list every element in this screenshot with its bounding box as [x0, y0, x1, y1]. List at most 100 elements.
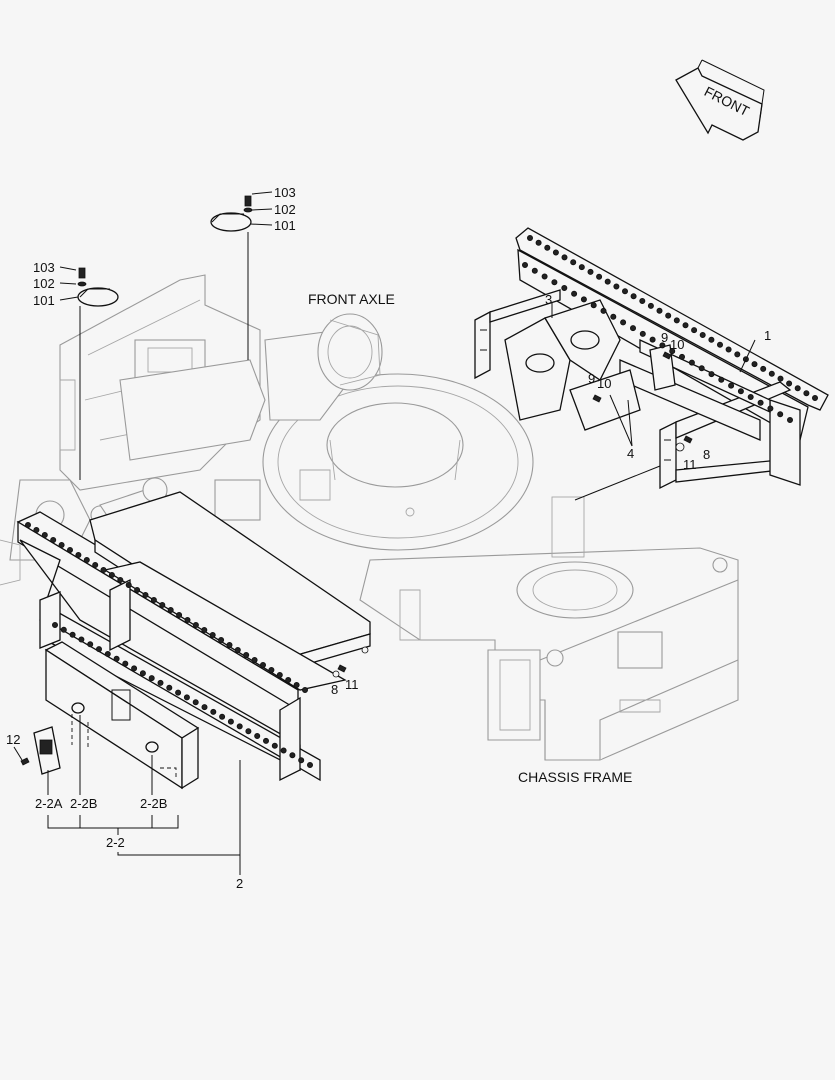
- bolt-hole: [757, 399, 764, 406]
- bolt-hole: [647, 302, 654, 309]
- bolt-hole: [708, 371, 715, 378]
- bolt-hole: [285, 677, 292, 684]
- bolt-hole: [175, 689, 182, 696]
- bolt-hole: [301, 687, 308, 694]
- callout-1: 1: [764, 328, 771, 343]
- bolt-hole: [306, 762, 313, 769]
- cover-plate-lower: 103 102 101: [33, 260, 119, 480]
- bolt-hole: [630, 293, 637, 300]
- callout-2-2b-a: 2-2B: [70, 796, 97, 811]
- bolt-hole: [219, 713, 226, 720]
- chassis-frame: [359, 496, 739, 761]
- callout-2: 2: [236, 876, 243, 891]
- bolt-hole: [760, 365, 767, 372]
- callout-102-upper: 102: [274, 202, 296, 217]
- bolt-hole: [122, 660, 129, 667]
- bolt-hole: [725, 346, 732, 353]
- bolt-hole: [280, 747, 287, 754]
- callout-11-b: 11: [345, 677, 359, 692]
- bolt-hole: [251, 657, 258, 664]
- bolt-hole: [649, 336, 656, 343]
- bolt-hole: [570, 259, 577, 266]
- bolt-hole: [183, 694, 190, 701]
- bolt-hole: [718, 376, 725, 383]
- bolt-hole: [176, 612, 183, 619]
- callout-101-upper: 101: [274, 218, 296, 233]
- bolt-hole: [580, 296, 587, 303]
- bolt-hole: [234, 647, 241, 654]
- bolt-hole: [192, 622, 199, 629]
- bolt-hole: [728, 382, 735, 389]
- callout-12: 12: [6, 732, 20, 747]
- bolt-hole: [209, 632, 216, 639]
- callout-10-a: 10: [597, 376, 611, 391]
- callout-2-2: 2-2: [106, 835, 125, 850]
- front-axle-label: FRONT AXLE: [308, 291, 395, 307]
- bolt-hole: [78, 636, 85, 643]
- callout-3: 3: [545, 292, 552, 307]
- bolt-hole: [108, 572, 115, 579]
- bolt-hole: [698, 365, 705, 372]
- bolt-hole: [737, 388, 744, 395]
- bolt-hole: [75, 552, 82, 559]
- callout-10-b: 10: [670, 337, 684, 352]
- bolt-hole: [551, 279, 558, 286]
- bolt-hole: [561, 284, 568, 291]
- bolt-hole: [60, 626, 67, 633]
- bolt-hole: [268, 667, 275, 674]
- bolt-hole: [604, 278, 611, 285]
- bolt-hole: [184, 617, 191, 624]
- bolt-hole: [139, 670, 146, 677]
- bolt-hole: [236, 723, 243, 730]
- bumper-assembly-1: 1 3 9 10 9 10 4 11 8: [474, 227, 829, 501]
- bolt-hole: [293, 682, 300, 689]
- bolt-hole: [747, 393, 754, 400]
- bolt-hole: [150, 597, 157, 604]
- cover-plate-upper: 103 102 101: [210, 185, 296, 360]
- bolt-hole: [552, 249, 559, 256]
- bolt-hole: [673, 317, 680, 324]
- bolt-hole: [600, 307, 607, 314]
- bolt-hole: [669, 348, 676, 355]
- bolt-hole: [157, 679, 164, 686]
- bolt-hole: [271, 742, 278, 749]
- callout-102-lower: 102: [33, 276, 55, 291]
- bolt-hole: [159, 602, 166, 609]
- bolt-hole: [96, 646, 103, 653]
- bolt-hole: [699, 331, 706, 338]
- bolt-hole: [67, 547, 74, 554]
- bolt-hole: [117, 577, 124, 584]
- bolt-hole: [571, 290, 578, 297]
- bolt-hole: [590, 302, 597, 309]
- bolt-hole: [768, 370, 775, 377]
- bolt-hole: [210, 708, 217, 715]
- bolt-hole: [630, 325, 637, 332]
- bolt-hole: [613, 283, 620, 290]
- step-panel: 12 2-2A 2-2B 2-2B 2-2 2: [6, 641, 243, 891]
- bolt-hole: [201, 704, 208, 711]
- bolt-hole: [734, 351, 741, 358]
- bolt-hole: [679, 353, 686, 360]
- bolt-hole: [544, 244, 551, 251]
- bolt-hole: [639, 297, 646, 304]
- bolt-hole: [596, 273, 603, 280]
- callout-4: 4: [627, 446, 634, 461]
- bolt-hole: [192, 699, 199, 706]
- bolt-hole: [691, 327, 698, 334]
- bolt-hole: [659, 342, 666, 349]
- bolt-hole: [24, 522, 31, 529]
- step-assembly-2: 8 11: [16, 491, 371, 782]
- callout-101-lower: 101: [33, 293, 55, 308]
- bolt-hole: [41, 532, 48, 539]
- bolt-hole: [767, 405, 774, 412]
- bolt-hole: [578, 264, 585, 271]
- bolt-hole: [622, 288, 629, 295]
- callout-2-2b-b: 2-2B: [140, 796, 167, 811]
- bolt-hole: [777, 375, 784, 382]
- bolt-hole: [226, 642, 233, 649]
- bolt-hole: [113, 655, 120, 662]
- bolt-hole: [87, 641, 94, 648]
- chassis-frame-label: CHASSIS FRAME: [518, 769, 632, 785]
- callout-103-lower: 103: [33, 260, 55, 275]
